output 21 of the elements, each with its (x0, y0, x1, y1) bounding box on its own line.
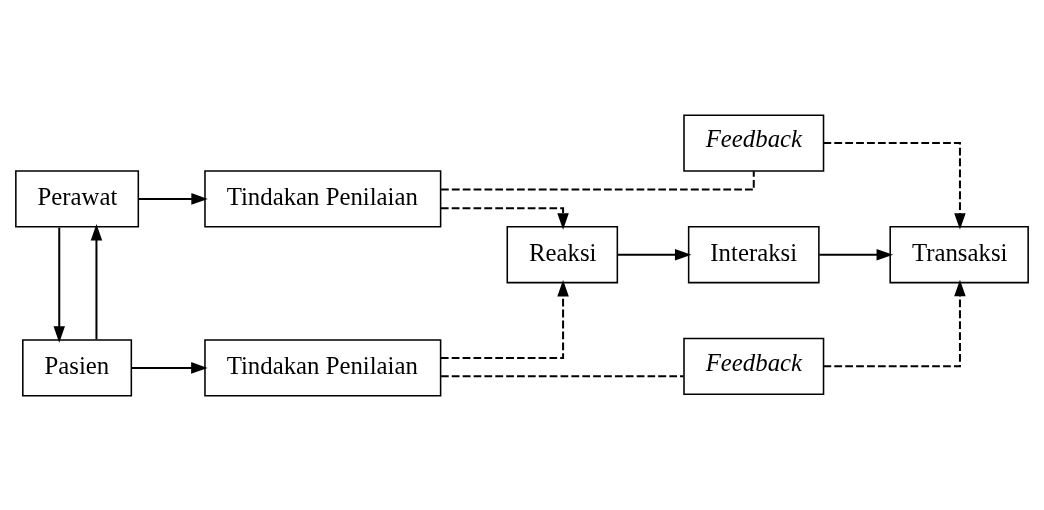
arrow (819, 248, 894, 260)
node-box: Interaksi (687, 225, 820, 283)
arrow (138, 192, 208, 205)
node-box: Transaksi (889, 225, 1029, 283)
arrow (53, 227, 65, 343)
arrow (440, 279, 569, 359)
arrow (823, 141, 966, 230)
node-box: Tindakan Penilaian (204, 338, 442, 397)
node-box: Feedback (683, 113, 825, 172)
node-box: Perawat (15, 169, 140, 228)
arrow (617, 248, 692, 260)
node-box: Tindakan Penilaian (204, 169, 442, 228)
arrow (823, 279, 966, 367)
node-box: Feedback (683, 337, 825, 395)
arrow (440, 206, 569, 230)
arrow (131, 361, 208, 374)
connector (441, 374, 684, 377)
node-box: Reaksi (506, 225, 619, 283)
node-box: Pasien (22, 338, 133, 397)
arrow (90, 223, 103, 339)
connector (441, 170, 755, 191)
